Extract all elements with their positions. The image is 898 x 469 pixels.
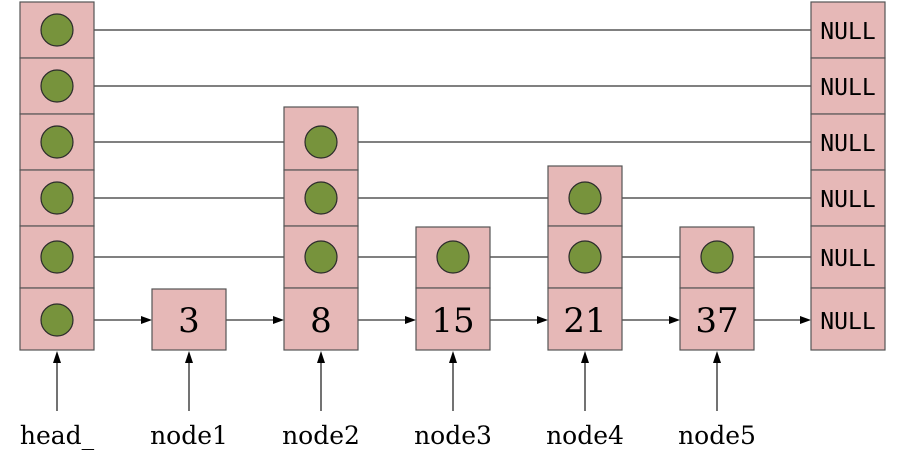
head-label-arrow [53,351,61,411]
node4-value-cell [547,287,623,351]
null-cell [810,225,886,289]
node5-label: node5 [678,421,756,450]
level-0-pointer-arrow [490,316,548,324]
null-text: NULL [820,187,875,213]
pointer-dot [700,240,734,274]
node4-value-text: 21 [563,301,606,341]
pointer-dot [40,181,74,215]
node5-value-text: 37 [695,301,738,341]
node4-label-arrow [581,351,589,411]
level-5-pointer-arrow [57,26,831,34]
node3-value-cell [415,287,491,351]
node2-label-arrow [317,351,325,411]
node5-value-cell [679,287,755,351]
null-text: NULL [820,131,875,157]
null-text: NULL [820,19,875,45]
pointer-dot [40,13,74,47]
level-4-pointer-arrow [57,82,831,90]
pointer-dot [304,240,338,274]
pointer-dot [40,125,74,159]
pointer-dot [304,181,338,215]
null-text: NULL [820,309,875,335]
node2-value-text: 8 [310,301,332,341]
node1-value-text: 3 [178,301,200,341]
level-0-pointer-arrow [622,316,680,324]
node5-label-arrow [713,351,721,411]
level-0-pointer-arrow [226,316,284,324]
pointer-dot [436,240,470,274]
node1-label-arrow [185,351,193,411]
null-cell [810,169,886,227]
null-cell [810,113,886,171]
node-cells: 3 8 15 21 37 NULL NULL NULL NULL NULL NULL [19,1,886,351]
null-cell [810,1,886,59]
pointer-dot [304,125,338,159]
node1-label: node1 [150,421,228,450]
node2-label: node2 [282,421,360,450]
null-text: NULL [820,75,875,101]
node1-value-cell [151,288,227,351]
pointer-dot [568,181,602,215]
level-0-pointer-arrow [754,316,811,324]
null-text: NULL [820,246,875,272]
null-cell [810,287,886,351]
node3-value-text: 15 [431,301,474,341]
level-3-pointer-arrow [321,138,831,146]
node3-label-arrow [449,351,457,411]
pointer-dot [40,69,74,103]
pointer-dot [40,303,74,337]
node3-label: node3 [414,421,492,450]
node2-value-cell [283,287,359,351]
node-labels: head_ node1 node2 node3 node4 node5 [20,351,756,450]
pointer-dot [40,240,74,274]
node4-label: node4 [546,421,624,450]
pointer-dot [568,240,602,274]
head-label: head_ [20,421,95,450]
level-0-pointer-arrow [358,316,416,324]
